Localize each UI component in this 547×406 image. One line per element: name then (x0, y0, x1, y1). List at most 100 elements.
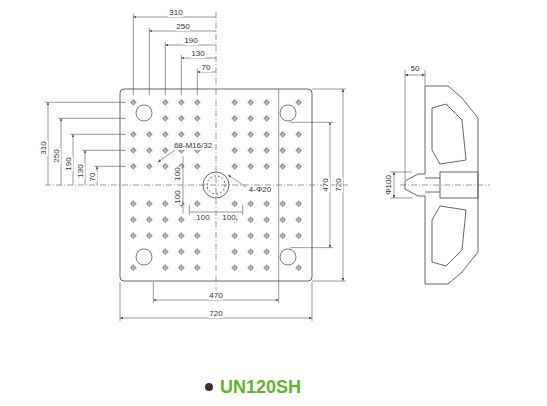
extension-line (181, 55, 182, 95)
tapped-hole (263, 216, 270, 223)
dimension-label: 50 (410, 65, 421, 73)
tapped-hole (194, 131, 201, 138)
tapped-hole (146, 216, 153, 223)
tapped-hole (178, 115, 185, 122)
tapped-hole (231, 248, 238, 255)
extension-line (45, 102, 126, 103)
extension-line (197, 69, 198, 95)
tapped-hole (247, 200, 254, 207)
tapped-hole (194, 115, 201, 122)
extension-line (290, 247, 333, 248)
extension-line (312, 282, 313, 321)
tapped-hole (263, 232, 270, 239)
tapped-hole (162, 232, 169, 239)
tapped-hole (247, 163, 254, 170)
tapped-hole (162, 248, 169, 255)
tapped-hole (279, 163, 286, 170)
guide-hole (280, 249, 296, 265)
extension-line (70, 134, 126, 135)
extension-line (312, 89, 346, 90)
dimension-label: Φ100 (385, 174, 393, 196)
tapped-hole (178, 264, 185, 271)
extension-line (165, 42, 166, 95)
tapped-hole (194, 248, 201, 255)
tapped-hole (162, 115, 169, 122)
extension-line (390, 172, 412, 173)
tapped-hole (162, 216, 169, 223)
tapped-hole (130, 131, 137, 138)
extension-line (405, 70, 406, 180)
dimension-label: 100 (174, 189, 182, 204)
tapped-hole (263, 200, 270, 207)
dimension-line (183, 156, 184, 213)
tapped-hole (231, 131, 238, 138)
tapped-hole (295, 163, 302, 170)
tapped-hole (295, 147, 302, 154)
tapped-hole (295, 264, 302, 271)
dimension-label: 720 (335, 177, 343, 192)
dimension-label: 470 (208, 292, 223, 300)
dimension-label: 310 (168, 9, 183, 17)
section-pocket (432, 206, 466, 266)
dimension-label: 70 (201, 64, 212, 72)
dimension-label: 470 (322, 177, 330, 192)
tapped-hole (279, 216, 286, 223)
dimension-label: 4-Φ20 (248, 186, 272, 194)
dimension-label: 100 (195, 214, 210, 222)
dimension-line (394, 172, 395, 198)
extension-line (58, 118, 126, 119)
extension-line (189, 205, 190, 215)
tapped-hole (194, 264, 201, 271)
tapped-hole (162, 200, 169, 207)
tapped-hole (231, 99, 238, 106)
extension-line (312, 281, 346, 282)
leader-line (158, 150, 175, 162)
tapped-hole (279, 200, 286, 207)
tapped-hole (231, 147, 238, 154)
tapped-hole (130, 216, 137, 223)
extension-line (390, 198, 412, 199)
dimension-line (189, 212, 242, 213)
tapped-hole (162, 264, 169, 271)
dimension-label: 70 (89, 172, 97, 183)
dimension-label: 250 (53, 148, 61, 163)
tapped-hole (231, 232, 238, 239)
tapped-hole (247, 248, 254, 255)
section-pocket (432, 104, 466, 164)
tapped-hole (247, 99, 254, 106)
dimension-label: 250 (175, 23, 190, 31)
extension-line (242, 205, 243, 215)
tapped-hole (263, 131, 270, 138)
tapped-hole (178, 131, 185, 138)
tapped-hole (194, 232, 201, 239)
tapped-hole (247, 147, 254, 154)
tapped-hole (130, 147, 137, 154)
model-caption: UN120SH (220, 378, 301, 396)
tapped-hole (263, 147, 270, 154)
tapped-hole (295, 232, 302, 239)
tapped-hole (130, 163, 137, 170)
dimension-label: 310 (40, 140, 48, 155)
tapped-hole (194, 200, 201, 207)
extension-line (278, 89, 279, 303)
tapped-hole (130, 264, 137, 271)
tapped-hole (146, 163, 153, 170)
tapped-hole (162, 99, 169, 106)
tapped-hole (279, 232, 286, 239)
tapped-hole (263, 264, 270, 271)
center-line (216, 12, 217, 290)
bullet-dot (205, 383, 213, 391)
leader-line (228, 175, 246, 187)
dimension-label: 190 (183, 37, 198, 45)
dimension-label: 130 (77, 163, 85, 178)
tapped-hole (295, 99, 302, 106)
dimension-label: 720 (208, 310, 223, 318)
tapped-hole (162, 147, 169, 154)
tapped-hole (279, 147, 286, 154)
tapped-hole (263, 163, 270, 170)
tapped-hole (231, 115, 238, 122)
tapped-hole (231, 163, 238, 170)
tapped-hole (279, 131, 286, 138)
guide-hole (280, 105, 296, 121)
tapped-hole (247, 216, 254, 223)
